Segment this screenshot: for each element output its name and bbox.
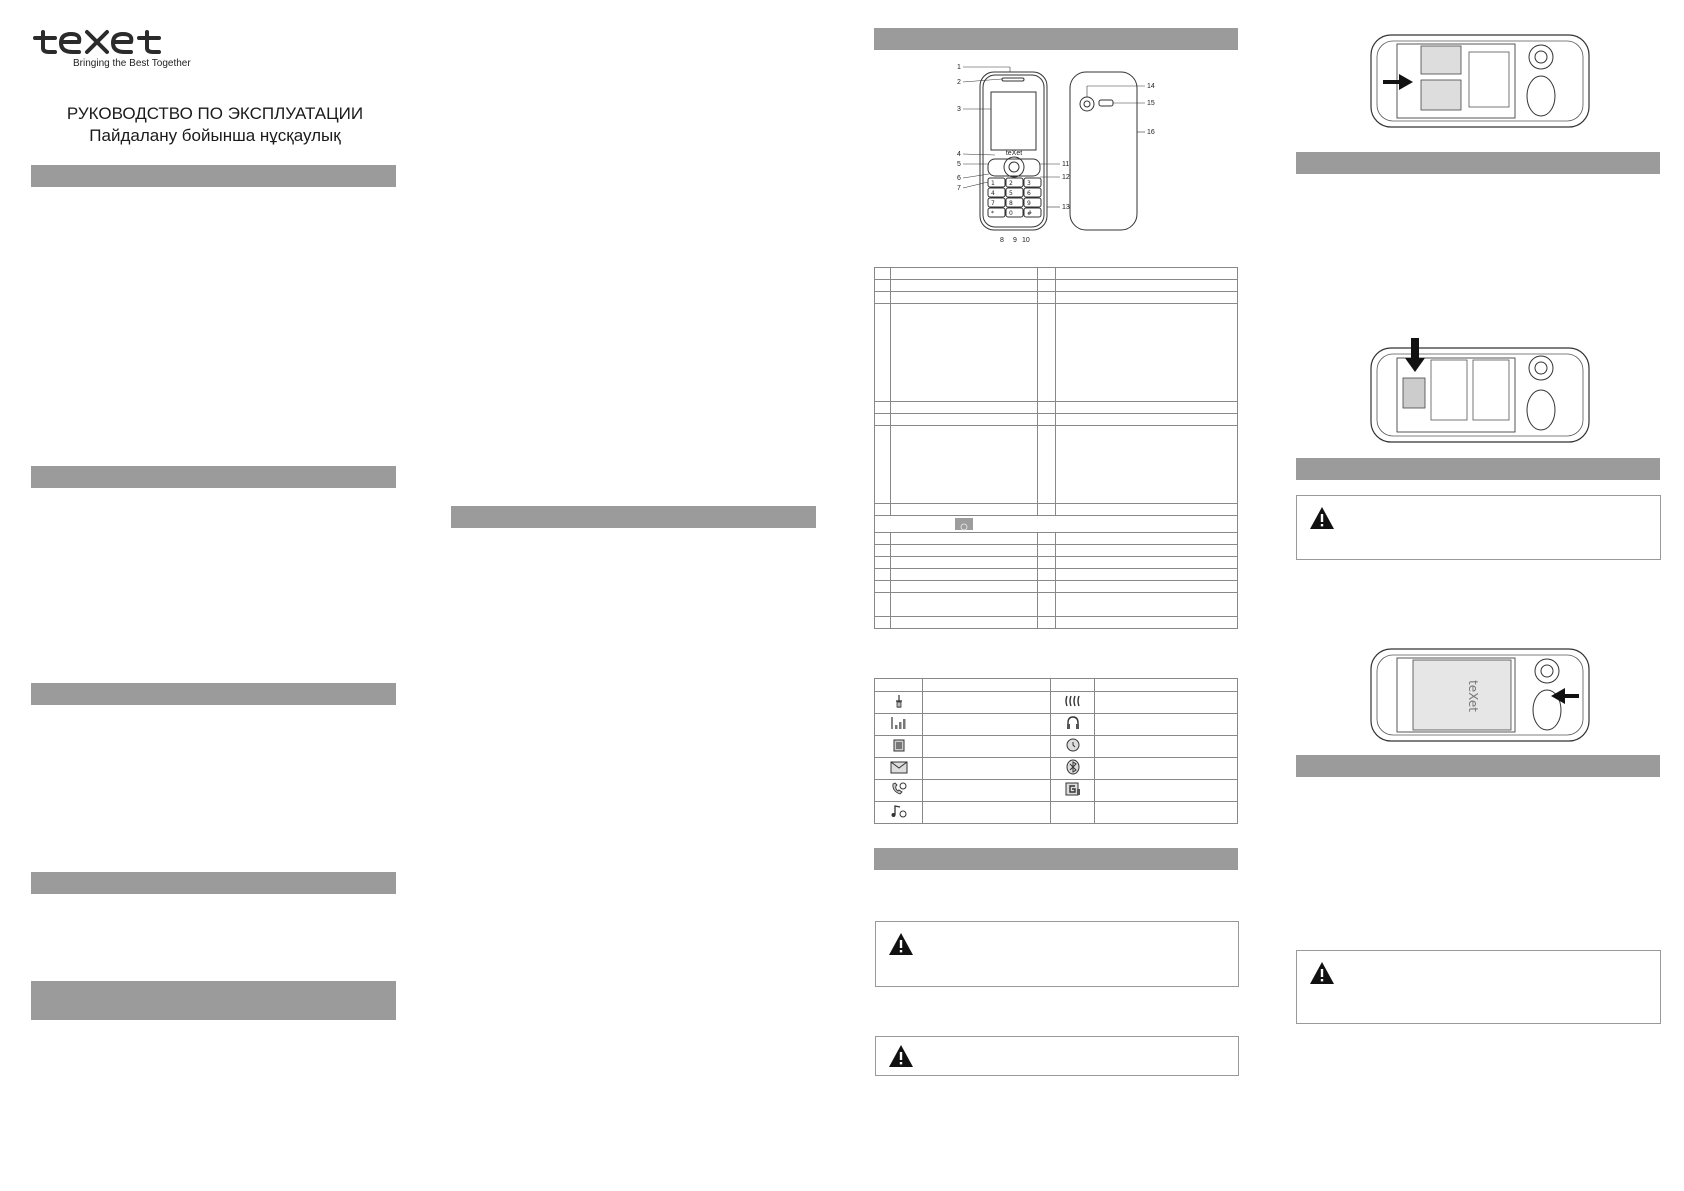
table-row — [874, 678, 1238, 692]
sim-slot-diagram — [1369, 32, 1591, 134]
table-row — [874, 503, 1238, 516]
svg-text:2: 2 — [1009, 180, 1013, 187]
texet-logo-icon — [33, 30, 161, 54]
svg-text:15: 15 — [1147, 100, 1155, 107]
table-row — [874, 413, 1238, 426]
svg-text:11: 11 — [1062, 161, 1069, 168]
table-row — [874, 580, 1238, 593]
section-bar — [31, 981, 396, 1020]
svg-text:14: 14 — [1147, 83, 1155, 90]
section-bar — [451, 506, 816, 528]
alarm-icon — [1066, 738, 1079, 751]
svg-text:4: 4 — [957, 151, 961, 158]
section-bar — [31, 872, 396, 894]
missed-call-icon — [891, 781, 906, 795]
table-row — [874, 544, 1238, 557]
table-row — [874, 568, 1238, 581]
section-bar — [1296, 152, 1660, 174]
vibration-icon — [1064, 695, 1080, 706]
table-row — [874, 303, 1238, 402]
table-row — [874, 401, 1238, 414]
table-row — [874, 592, 1238, 617]
gprs-icon — [1065, 782, 1080, 795]
battery-logo: teXet — [1466, 680, 1480, 712]
svg-text:4: 4 — [991, 190, 995, 197]
svg-text:0: 0 — [1009, 210, 1013, 217]
table-row — [874, 267, 1238, 280]
section-bar — [1296, 458, 1660, 480]
page-subtitle: Пайдалану бойынша нұсқаулық — [89, 126, 341, 145]
svg-text:3: 3 — [957, 106, 961, 113]
svg-text:5: 5 — [1009, 190, 1013, 197]
section-bar — [1296, 755, 1660, 777]
table-row — [874, 735, 1238, 758]
battery-icon — [893, 739, 904, 751]
brand-tagline: Bringing the Best Together — [73, 58, 191, 69]
table-row — [874, 616, 1238, 629]
svg-text:2: 2 — [957, 79, 961, 86]
warning-icon — [1310, 507, 1334, 529]
warning-box — [1296, 950, 1661, 1024]
svg-text:9: 9 — [1013, 237, 1017, 244]
antenna-icon — [895, 694, 902, 708]
table-row — [874, 532, 1238, 545]
svg-text:8: 8 — [1009, 200, 1013, 207]
svg-text:6: 6 — [957, 175, 961, 182]
phone-diagram: teXet 1 2 3 4 5 6 7 8 9 * 0 # — [955, 62, 1175, 252]
svg-text:12: 12 — [1062, 174, 1070, 181]
table-row — [874, 801, 1238, 824]
table-row — [874, 779, 1238, 802]
svg-text:7: 7 — [957, 185, 961, 192]
section-bar — [874, 848, 1238, 870]
svg-text:*: * — [991, 210, 994, 217]
status-icons-table — [874, 678, 1238, 824]
svg-text:1: 1 — [957, 64, 961, 71]
svg-text:13: 13 — [1062, 204, 1070, 211]
section-bar — [31, 683, 396, 705]
table-row — [874, 713, 1238, 736]
nav-key-icon — [955, 518, 973, 531]
brand-logo — [33, 28, 181, 60]
section-bar — [31, 466, 396, 488]
svg-text:8: 8 — [1000, 237, 1004, 244]
sms-icon — [890, 761, 907, 773]
table-row — [874, 425, 1238, 504]
warning-box — [875, 921, 1239, 987]
music-icon — [891, 804, 906, 817]
parts-table — [874, 267, 1238, 629]
svg-text:6: 6 — [1027, 190, 1031, 197]
page-title: РУКОВОДСТВО ПО ЭКСПЛУАТАЦИИ — [66, 104, 364, 123]
svg-text:#: # — [1027, 210, 1032, 217]
table-row — [874, 279, 1238, 292]
table-row — [874, 691, 1238, 714]
warning-box — [1296, 495, 1661, 560]
warning-icon — [1310, 962, 1334, 984]
section-bar — [874, 28, 1238, 50]
memory-card-diagram — [1369, 336, 1591, 448]
table-row — [874, 515, 1238, 533]
bluetooth-icon — [1066, 759, 1079, 774]
battery-insert-diagram: teXet — [1369, 646, 1591, 748]
warning-box — [875, 1036, 1239, 1076]
phone-screen-logo: teXet — [1006, 150, 1022, 157]
svg-text:9: 9 — [1027, 200, 1031, 207]
table-row — [874, 556, 1238, 569]
svg-text:16: 16 — [1147, 129, 1155, 136]
section-bar — [31, 165, 396, 187]
table-row — [874, 757, 1238, 780]
svg-text:10: 10 — [1022, 237, 1030, 244]
svg-text:3: 3 — [1027, 180, 1031, 187]
headset-icon — [1066, 715, 1079, 729]
signal-strength-icon — [890, 716, 905, 729]
table-row — [874, 291, 1238, 304]
svg-text:5: 5 — [957, 161, 961, 168]
warning-icon — [889, 1045, 913, 1067]
warning-icon — [889, 933, 913, 955]
svg-text:1: 1 — [991, 180, 995, 187]
svg-text:7: 7 — [991, 200, 995, 207]
